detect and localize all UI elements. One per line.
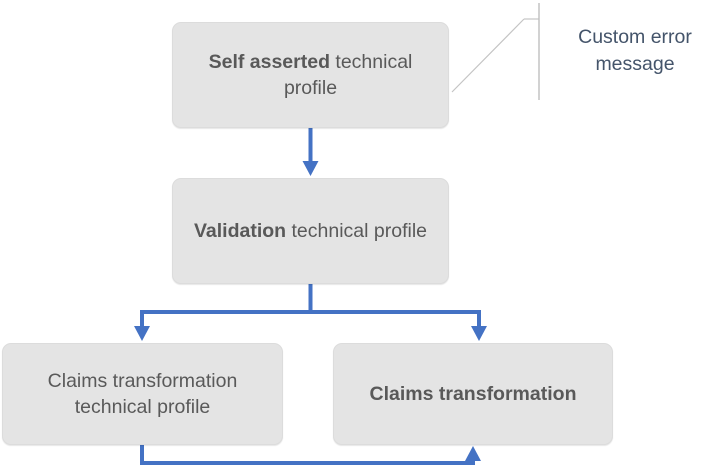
node-validation-regular-text: technical profile (286, 219, 428, 242)
node-validation-bold-text: Validation (193, 219, 287, 242)
callout-line-1: Custom error (578, 26, 692, 48)
node-claims-transformation[interactable]: Claims transformation (333, 343, 613, 445)
edge-validation-branch (134, 284, 487, 341)
node-self-asserted-bold-text: Self asserted (208, 50, 330, 73)
node-validation-label: Validation technical profile (185, 218, 436, 244)
node-self-asserted-label: Self asserted technical profile (185, 49, 436, 102)
node-claims-transformation-technical-profile-label: Claims transformation technical profile (47, 369, 238, 418)
node-self-asserted-technical-profile[interactable]: Self asserted technical profile (172, 22, 449, 128)
node-self-asserted-regular-text: technical profile (283, 50, 413, 99)
node-claims-transformation-label: Claims transformation (346, 381, 600, 407)
node-claims-transformation-technical-profile[interactable]: Claims transformation technical profile (2, 343, 283, 445)
edge-bottom-feedback-loop (140, 445, 481, 465)
node-validation-technical-profile[interactable]: Validation technical profile (172, 178, 449, 284)
callout-leader-line (451, 3, 540, 100)
callout-custom-error-message: Custom error message (552, 24, 718, 77)
node-claims-transformation-bold-text: Claims transformation (369, 382, 577, 405)
edge-self-asserted-to-validation (302, 128, 319, 176)
callout-line-2: message (595, 52, 675, 75)
